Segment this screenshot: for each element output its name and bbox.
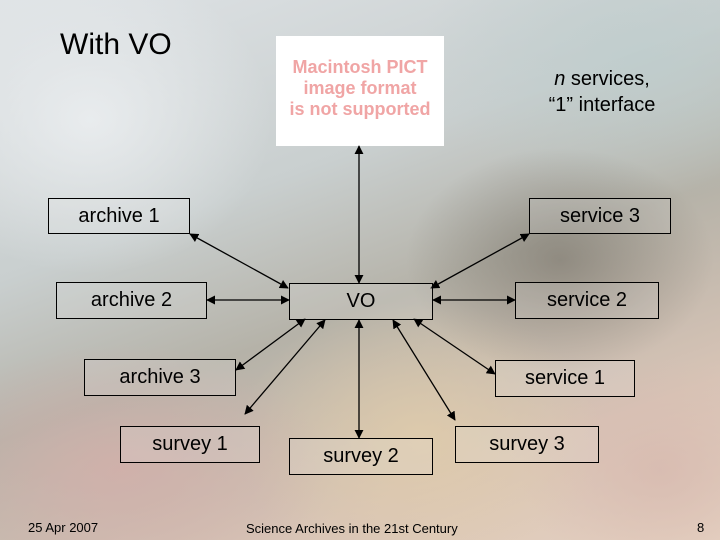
node-vo: VO (289, 283, 433, 320)
node-service-1-label: service 1 (524, 367, 606, 389)
node-service-2-label: service 2 (546, 289, 628, 311)
node-archive-3: archive 3 (84, 359, 236, 396)
node-survey-3: survey 3 (455, 426, 599, 463)
footer-date: 25 Apr 2007 (28, 520, 99, 535)
footer-title: Science Archives in the 21st Century (246, 521, 458, 536)
services-note: n services, “1” interface (512, 66, 692, 118)
footer-page-number: 8 (697, 520, 705, 535)
node-service-2: service 2 (515, 282, 659, 319)
link-vo-survey1 (244, 319, 326, 415)
note-italic-n: n (554, 68, 566, 90)
node-vo-label: VO (346, 290, 376, 312)
node-archive-1-label: archive 1 (78, 204, 160, 227)
link-vo-survey3 (392, 319, 456, 421)
node-archive-1: archive 1 (48, 198, 190, 234)
node-archive-2-label: archive 2 (90, 289, 173, 311)
link-vo-archive3 (235, 318, 306, 371)
node-archive-3-label: archive 3 (119, 366, 201, 388)
node-survey-3-label: survey 3 (489, 433, 565, 455)
node-survey-2: survey 2 (289, 438, 433, 475)
slide-title: With VO (60, 28, 172, 61)
node-service-3-label: service 3 (559, 204, 641, 227)
note-line2: “1” interface (548, 94, 656, 116)
node-archive-2: archive 2 (56, 282, 207, 319)
unsupported-image-placeholder: Macintosh PICT image format is not suppo… (276, 36, 444, 146)
note-line1: services, (565, 68, 650, 90)
link-vo-archive1 (189, 233, 289, 289)
node-survey-1-label: survey 1 (152, 433, 228, 455)
link-vo-service3 (430, 233, 530, 289)
unsupported-image-text: Macintosh PICT image format is not suppo… (289, 57, 431, 119)
node-service-1: service 1 (495, 360, 635, 397)
node-service-3: service 3 (529, 198, 671, 234)
node-survey-1: survey 1 (120, 426, 260, 463)
node-survey-2-label: survey 2 (323, 445, 399, 467)
link-vo-service1 (413, 318, 496, 375)
